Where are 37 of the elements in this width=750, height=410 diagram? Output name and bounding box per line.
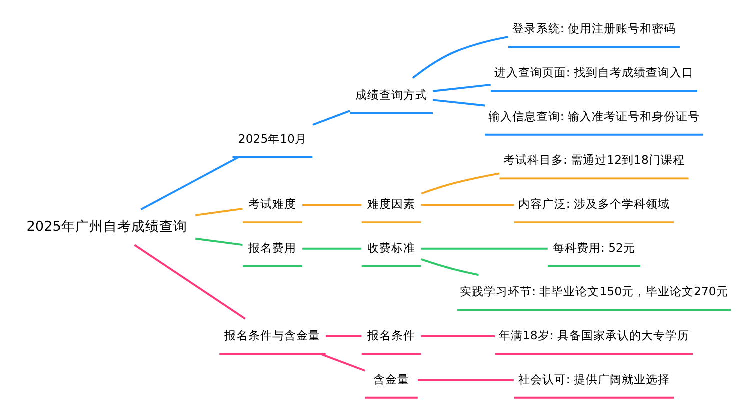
connector — [196, 238, 243, 246]
node-text: 内容广泛: 涉及多个学科领域 — [518, 197, 670, 212]
node-text: 考试科目多: 需通过12到18门课程 — [504, 153, 685, 168]
node-text: 报名条件与含金量 — [224, 328, 321, 343]
connector — [412, 36, 508, 79]
connector — [421, 336, 496, 338]
node-text: 社会认可: 提供广阔就业选择 — [518, 372, 670, 386]
connector — [421, 172, 500, 195]
node-text: 难度因素 — [368, 197, 416, 212]
connector — [302, 204, 362, 206]
node-text: 实践学习环节: 非毕业论文150元，毕业论文270元 — [460, 284, 728, 299]
connector — [421, 204, 514, 206]
connector — [326, 336, 362, 338]
node-text: 每科费用: 52元 — [552, 240, 636, 255]
connector — [134, 244, 246, 320]
connector — [433, 84, 491, 92]
connector — [140, 156, 240, 211]
node-text: 收费标准 — [368, 240, 416, 255]
connector — [420, 258, 479, 276]
node-text: 考试难度 — [248, 197, 297, 212]
connector — [302, 248, 362, 250]
connector — [196, 208, 243, 216]
node-text: 2025年10月 — [238, 132, 308, 146]
node-text: 进入查询页面: 找到自考成绩查询入口 — [494, 65, 694, 80]
connector — [312, 110, 350, 126]
connector — [421, 248, 548, 250]
node-text: 2025年广州自考成绩查询 — [26, 219, 188, 236]
node-text: 含金量 — [374, 372, 410, 386]
node-text: 输入信息查询: 输入准考证号和身份证号 — [488, 109, 700, 124]
node-text: 登录系统: 使用注册账号和密码 — [512, 22, 676, 36]
connector — [320, 353, 366, 372]
node-text: 报名费用 — [248, 240, 297, 255]
node-text: 成绩查询方式 — [356, 88, 428, 102]
connector — [433, 99, 486, 107]
connector — [418, 379, 514, 382]
node-text: 年满18岁: 具备国家承认的大专学历 — [498, 328, 690, 343]
node-text: 报名条件 — [368, 328, 416, 343]
